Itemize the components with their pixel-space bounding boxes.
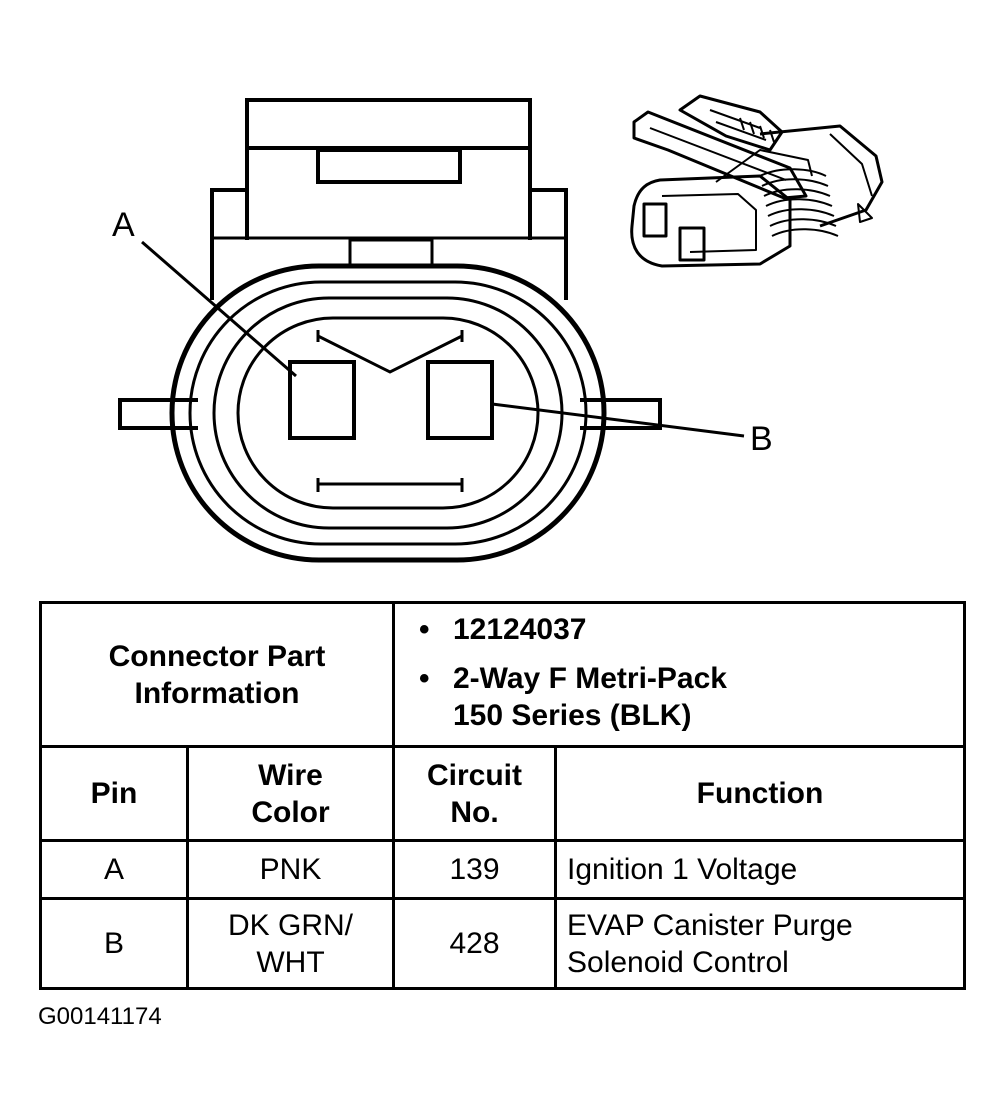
pin-a-leader-line [141,240,297,378]
header-pin: Pin [39,745,189,842]
pin-a-label: A [112,206,135,244]
header-function: Function [554,745,966,842]
circuit-no-cell: 139 [392,839,557,900]
header-wire-color: Wire Color [186,745,395,842]
function-cell: Ignition 1 Voltage [554,839,966,900]
part-info-list: 12124037 2-Way F Metri-Pack 150 Series (… [405,605,953,744]
column-header-row: Pin Wire Color Circuit No. Function [39,745,966,842]
connector-isometric-illustration [630,94,884,268]
pin-a-cavity [288,360,356,440]
header-circuit-no: Circuit No. [392,745,557,842]
circuit-no-cell: 428 [392,897,557,990]
pin-b-cavity [426,360,494,440]
table-row: B DK GRN/ WHT 428 EVAP Canister Purge So… [39,897,966,990]
part-info-row: Connector Part Information 12124037 2-Wa… [39,601,966,748]
part-info-value-cell: 12124037 2-Way F Metri-Pack 150 Series (… [392,601,966,748]
pin-b-leader-line [491,402,745,438]
wire-color-cell: DK GRN/ WHT [186,897,395,990]
figure-id: G00141174 [38,1003,162,1030]
part-info-label-cell: Connector Part Information [39,601,395,748]
header-circuit-no-label: Circuit No. [426,758,522,829]
pin-cell: B [39,897,189,990]
connector-diagram: A B [112,94,884,563]
wire-color-cell: PNK [186,839,395,900]
connector-info-table: Connector Part Information 12124037 2-Wa… [39,601,966,990]
part-info-label: Connector Part Information [108,639,326,710]
part-description: 2-Way F Metri-Pack 150 Series (BLK) [419,660,783,734]
header-wire-color-label: Wire Color [251,758,330,829]
wire-color-value: DK GRN/ WHT [227,908,353,979]
pin-b-label: B [750,420,773,458]
function-value: EVAP Canister Purge Solenoid Control [567,908,853,979]
table-row: A PNK 139 Ignition 1 Voltage [39,839,966,900]
part-number: 12124037 [419,611,953,648]
connector-face-view [118,98,745,563]
pin-cell: A [39,839,189,900]
function-cell: EVAP Canister Purge Solenoid Control [554,897,966,990]
